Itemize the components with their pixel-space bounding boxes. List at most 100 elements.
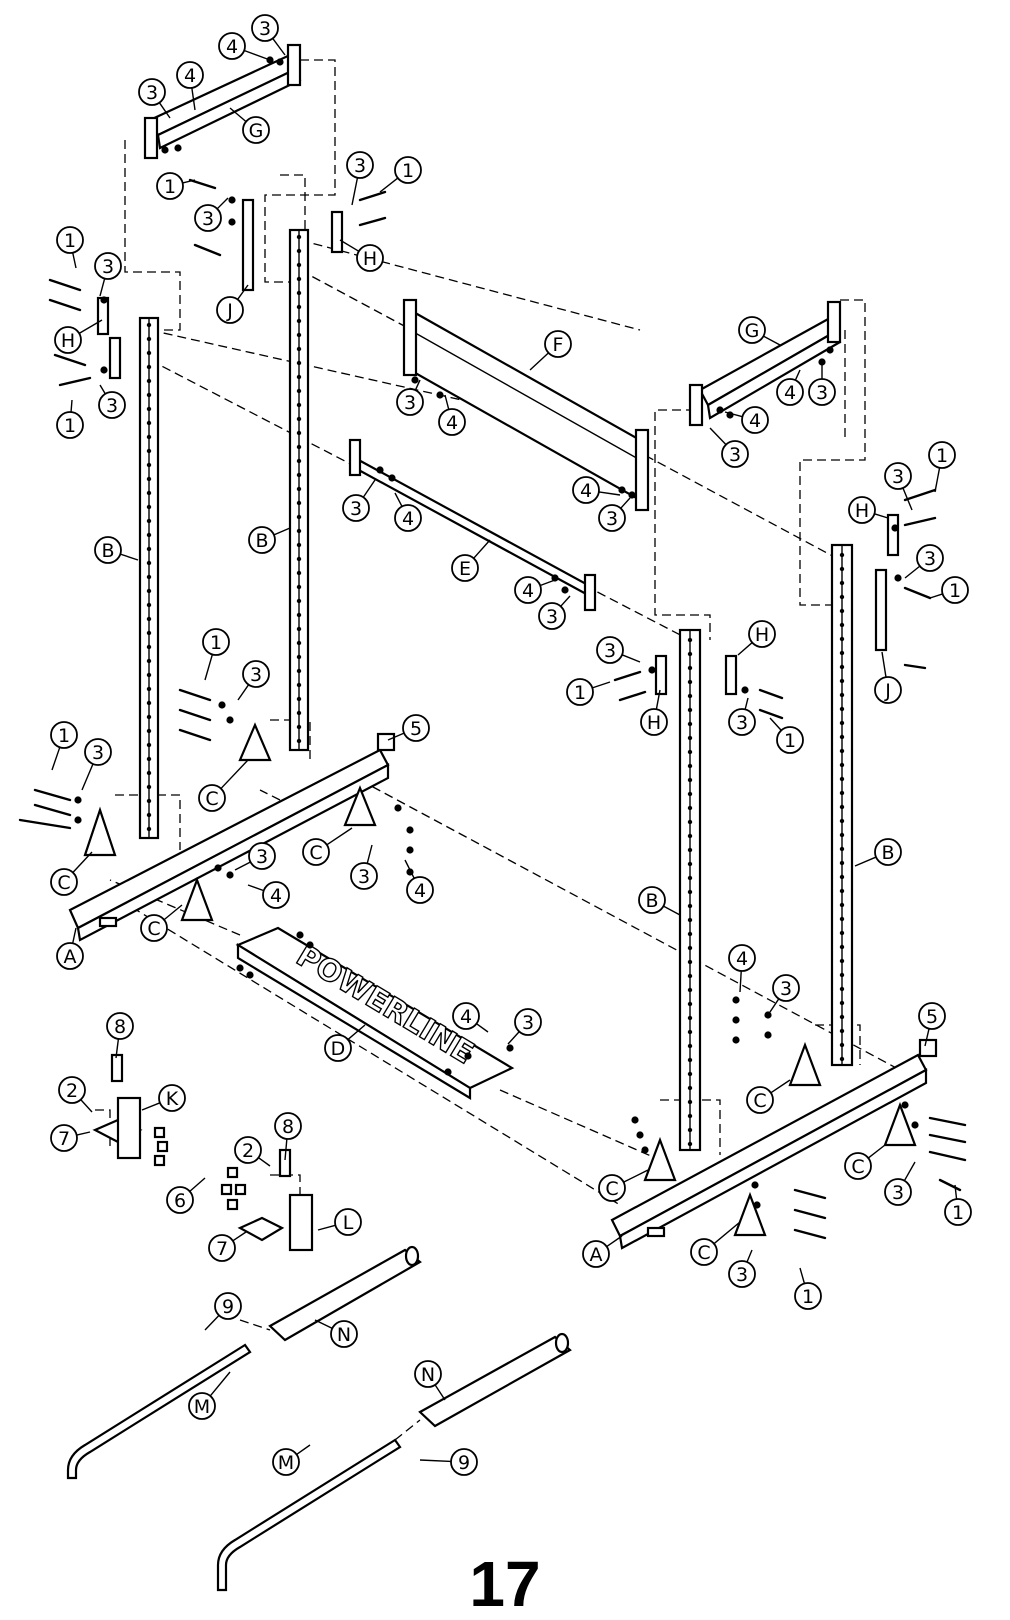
upright-hole xyxy=(839,678,845,684)
upright-hole xyxy=(839,1056,845,1062)
callout-leader xyxy=(229,107,247,123)
bolt xyxy=(193,243,222,257)
callout-label: A xyxy=(590,1244,603,1266)
bolt xyxy=(903,586,932,600)
callout-label: 1 xyxy=(784,730,796,752)
callout-circle xyxy=(450,1448,478,1476)
callout-C: C xyxy=(50,851,93,896)
callout-circle xyxy=(414,1360,442,1388)
callout-1: 1 xyxy=(769,717,804,754)
callout-circle xyxy=(218,32,246,60)
upright-hole xyxy=(839,776,845,782)
callout-leader xyxy=(620,497,631,509)
upright-hole xyxy=(296,262,302,268)
callout-leader xyxy=(744,697,749,710)
callout-label: 3 xyxy=(354,155,366,177)
callout-3: 3 xyxy=(94,252,122,297)
upright-hole xyxy=(687,707,693,713)
upright-hole xyxy=(296,598,302,604)
upright-hole xyxy=(839,902,845,908)
upright-hole-rows xyxy=(146,234,845,1147)
upright-hole xyxy=(146,672,152,678)
callout-label: 3 xyxy=(102,256,114,278)
upright-hole xyxy=(146,518,152,524)
upright-hole xyxy=(146,826,152,832)
nut xyxy=(826,346,834,354)
bolt xyxy=(48,298,82,312)
callout-label: H xyxy=(61,330,75,352)
callout-label: J xyxy=(884,680,891,702)
callout-label: C xyxy=(605,1178,618,1200)
upright-hole xyxy=(296,416,302,422)
callout-circle xyxy=(438,408,466,436)
callout-leader xyxy=(120,553,139,561)
callout-leader xyxy=(204,1314,220,1331)
callout-circle xyxy=(214,1292,242,1320)
callout-circle xyxy=(242,660,270,688)
callout-leader xyxy=(351,177,359,206)
callout-label: K xyxy=(166,1088,179,1110)
callout-label: 5 xyxy=(926,1006,938,1028)
callout-circle xyxy=(918,1002,946,1030)
callout-circle xyxy=(690,1238,718,1266)
upright-hole xyxy=(687,791,693,797)
callout-C: C xyxy=(690,1221,741,1266)
callout-leader xyxy=(606,1235,623,1248)
callout-3: 3 xyxy=(884,462,913,511)
upright-hole xyxy=(296,486,302,492)
callout-label: 3 xyxy=(146,82,158,104)
callout-circle xyxy=(208,1234,236,1262)
callout-label: H xyxy=(647,712,661,734)
callout-label: 1 xyxy=(574,682,586,704)
callout-circle xyxy=(794,1282,822,1310)
callout-3: 3 xyxy=(904,544,944,579)
nut xyxy=(464,1052,472,1060)
callout-label: C xyxy=(147,918,160,940)
callout-circle xyxy=(188,1392,216,1420)
callout-circle xyxy=(572,476,600,504)
callout-7: 7 xyxy=(50,1124,91,1152)
upright-hole xyxy=(146,686,152,692)
callout-E: E xyxy=(451,539,491,582)
callout-leader xyxy=(182,179,196,184)
callout-circle xyxy=(356,244,384,272)
upright-hole xyxy=(296,388,302,394)
callout-label: 4 xyxy=(184,65,196,87)
bolt xyxy=(903,516,937,527)
callout-circle xyxy=(216,296,244,324)
callout-leader xyxy=(769,717,782,731)
callout-C: C xyxy=(198,759,249,812)
callout-circle xyxy=(302,838,330,866)
nut xyxy=(732,1016,740,1024)
callout-circle xyxy=(638,886,666,914)
callout-circle xyxy=(234,1136,262,1164)
callout-leader xyxy=(598,491,621,496)
callout-B: B xyxy=(248,526,291,554)
nut xyxy=(764,1031,772,1039)
callout-label: 4 xyxy=(736,948,748,970)
upright-hole xyxy=(296,360,302,366)
callout-label: 3 xyxy=(358,866,370,888)
callout-K: K xyxy=(141,1084,186,1112)
upright-hole xyxy=(839,874,845,880)
holders-K-L xyxy=(92,1053,314,1252)
callout-1: 1 xyxy=(794,1267,822,1310)
upright-hole xyxy=(296,626,302,632)
callout-label: 6 xyxy=(174,1190,186,1212)
callout-circle xyxy=(741,406,769,434)
upright-hole xyxy=(687,1015,693,1021)
callout-circle xyxy=(776,378,804,406)
callout-label: 1 xyxy=(936,445,948,467)
upright-hole xyxy=(839,636,845,642)
callout-leader xyxy=(189,1177,206,1192)
callout-circle xyxy=(748,620,776,648)
upright-hole xyxy=(146,322,152,328)
bolt xyxy=(903,488,937,502)
upright-hole xyxy=(146,756,152,762)
callout-circle xyxy=(596,636,624,664)
upright-hole xyxy=(687,973,693,979)
callout-leader xyxy=(72,927,77,944)
callout-label: C xyxy=(753,1090,766,1112)
nut xyxy=(406,826,414,834)
bolt xyxy=(188,178,217,190)
